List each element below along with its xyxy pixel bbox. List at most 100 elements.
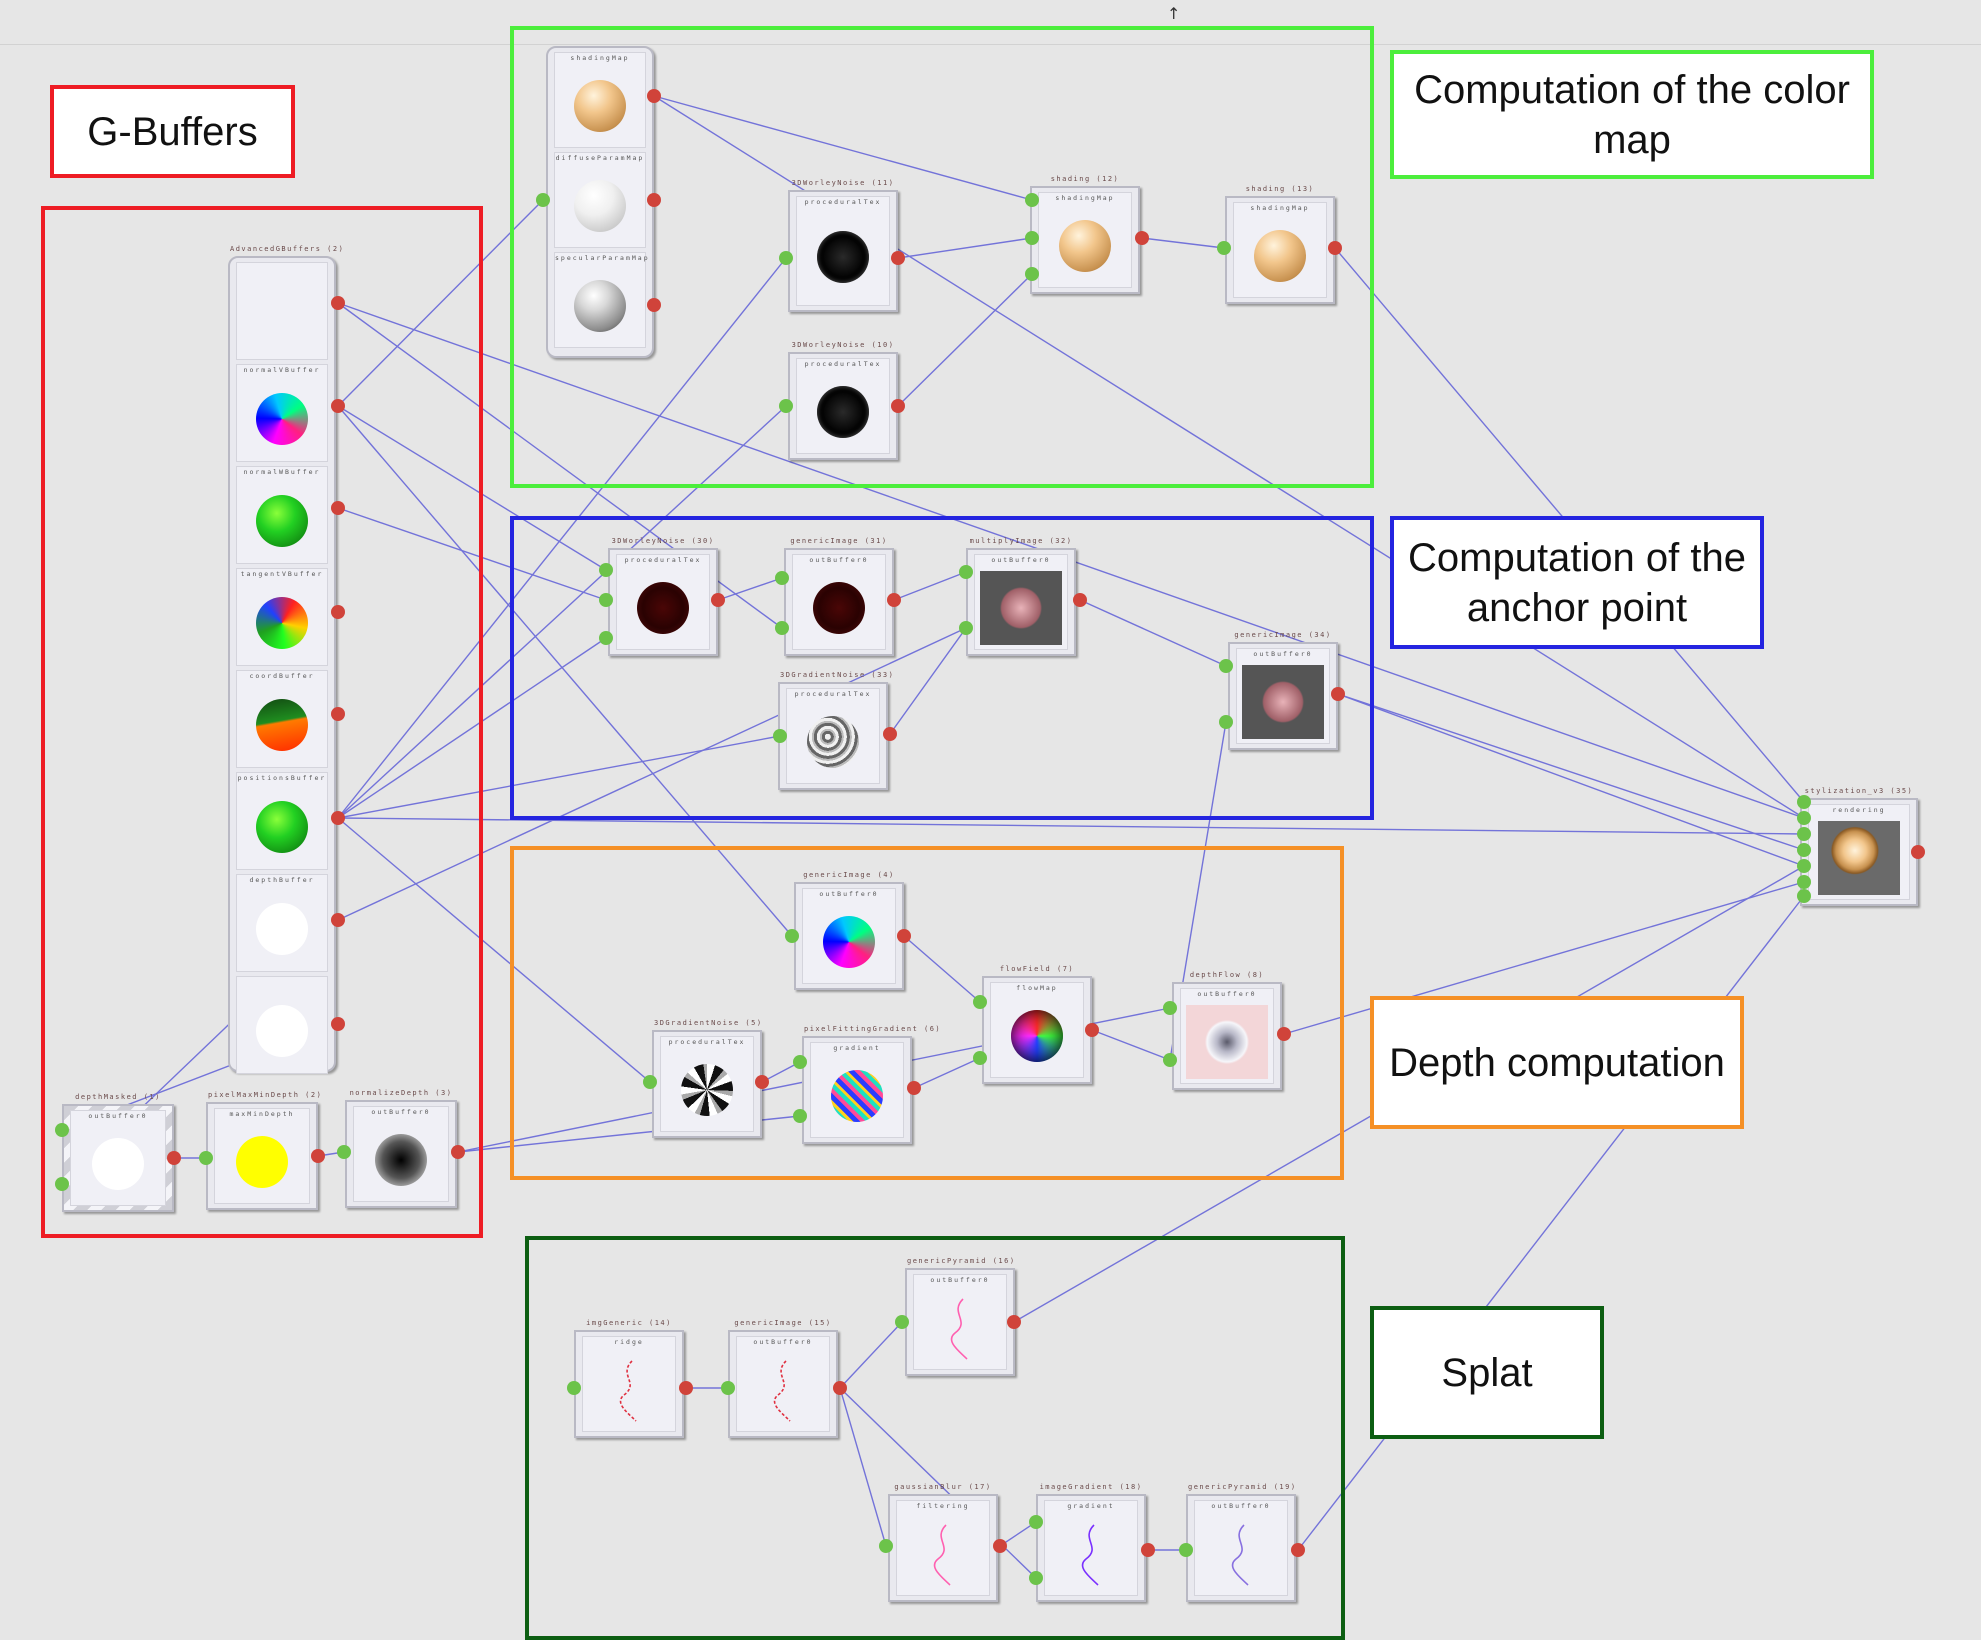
node-grad33[interactable]: 3DGradientNoise (33)proceduralTex xyxy=(778,671,893,790)
node-dflow8[interactable]: depthFlow (8)outBuffer0 xyxy=(1172,971,1282,1090)
input-port[interactable] xyxy=(1025,267,1039,281)
input-port[interactable] xyxy=(55,1123,69,1137)
input-port[interactable] xyxy=(599,593,613,607)
output-port[interactable] xyxy=(993,1539,1007,1553)
input-port[interactable] xyxy=(1219,659,1233,673)
output-port[interactable] xyxy=(907,1081,921,1095)
input-port[interactable] xyxy=(973,1051,987,1065)
node-norm3[interactable]: normalizeDepth (3)outBuffer0 xyxy=(345,1089,457,1208)
output-port[interactable] xyxy=(891,251,905,265)
output-port[interactable] xyxy=(833,1381,847,1395)
input-port[interactable] xyxy=(879,1539,893,1553)
output-port[interactable] xyxy=(1073,593,1087,607)
input-port[interactable] xyxy=(1797,811,1811,825)
input-port[interactable] xyxy=(1163,1053,1177,1067)
input-port[interactable] xyxy=(643,1075,657,1089)
output-port[interactable] xyxy=(647,89,661,103)
input-port[interactable] xyxy=(973,995,987,1009)
input-port[interactable] xyxy=(1797,859,1811,873)
input-port[interactable] xyxy=(793,1109,807,1123)
node-worley30[interactable]: 3DWorleyNoise (30)proceduralTex xyxy=(608,537,718,656)
input-port[interactable] xyxy=(1797,889,1811,903)
input-port[interactable] xyxy=(1219,715,1233,729)
input-port[interactable] xyxy=(1025,193,1039,207)
output-port[interactable] xyxy=(1291,1543,1305,1557)
output-port[interactable] xyxy=(1911,845,1925,859)
input-port[interactable] xyxy=(1797,843,1811,857)
node-flow7[interactable]: flowField (7)flowMap xyxy=(982,965,1092,1084)
input-port[interactable] xyxy=(567,1381,581,1395)
input-port[interactable] xyxy=(536,193,550,207)
output-port[interactable] xyxy=(1007,1315,1021,1329)
input-port[interactable] xyxy=(959,621,973,635)
output-port[interactable] xyxy=(679,1381,693,1395)
output-port[interactable] xyxy=(647,298,661,312)
node-gen31[interactable]: genericImage (31)outBuffer0 xyxy=(784,537,894,656)
node-blur17[interactable]: gaussianBlur (17)filtering xyxy=(888,1483,998,1602)
output-port[interactable] xyxy=(1331,687,1345,701)
input-port[interactable] xyxy=(1797,875,1811,889)
output-port[interactable] xyxy=(331,707,345,721)
node-dmask1[interactable]: depthMasked (1)outBuffer0 xyxy=(62,1093,174,1212)
input-port[interactable] xyxy=(1029,1571,1043,1585)
input-port[interactable] xyxy=(599,631,613,645)
input-port[interactable] xyxy=(775,571,789,585)
output-port[interactable] xyxy=(755,1075,769,1089)
input-port[interactable] xyxy=(779,399,793,413)
output-port[interactable] xyxy=(887,593,901,607)
input-port[interactable] xyxy=(1797,795,1811,809)
node-gen15[interactable]: genericImage (15)outBuffer0 xyxy=(728,1319,838,1438)
node-shading13[interactable]: shading (13)shadingMap xyxy=(1225,185,1335,304)
output-port[interactable] xyxy=(331,501,345,515)
output-port[interactable] xyxy=(167,1151,181,1165)
input-port[interactable] xyxy=(55,1177,69,1191)
output-port[interactable] xyxy=(1085,1023,1099,1037)
input-port[interactable] xyxy=(1025,231,1039,245)
output-port[interactable] xyxy=(451,1145,465,1159)
node-igrad18[interactable]: imageGradient (18)gradient xyxy=(1036,1483,1146,1602)
input-port[interactable] xyxy=(959,565,973,579)
node-noise11[interactable]: 3DWorleyNoise (11)proceduralTex xyxy=(788,179,898,312)
output-port[interactable] xyxy=(1328,241,1342,255)
node-pix6[interactable]: pixelFittingGradient (6)gradient xyxy=(802,1025,940,1144)
output-port[interactable] xyxy=(1141,1543,1155,1557)
input-port[interactable] xyxy=(779,251,793,265)
output-port[interactable] xyxy=(331,399,345,413)
output-port[interactable] xyxy=(331,913,345,927)
input-port[interactable] xyxy=(895,1315,909,1329)
node-pyr16[interactable]: genericPyramid (16)outBuffer0 xyxy=(905,1257,1015,1376)
input-port[interactable] xyxy=(721,1381,735,1395)
output-port[interactable] xyxy=(891,399,905,413)
output-port[interactable] xyxy=(1277,1027,1291,1041)
input-port[interactable] xyxy=(793,1055,807,1069)
node-shading12[interactable]: shading (12)shadingMap xyxy=(1030,175,1140,294)
input-port[interactable] xyxy=(785,929,799,943)
node-pix2[interactable]: pixelMaxMinDepth (2)maxMinDepth xyxy=(206,1091,321,1210)
output-port[interactable] xyxy=(647,193,661,207)
output-port[interactable] xyxy=(331,1017,345,1031)
input-port[interactable] xyxy=(1217,241,1231,255)
output-port[interactable] xyxy=(331,811,345,825)
input-port[interactable] xyxy=(1179,1543,1193,1557)
node-styl35[interactable]: stylization_v3 (35)rendering xyxy=(1800,787,1918,906)
input-port[interactable] xyxy=(599,563,613,577)
input-port[interactable] xyxy=(199,1151,213,1165)
node-mult32[interactable]: multiplyImage (32)outBuffer0 xyxy=(966,537,1076,656)
output-port[interactable] xyxy=(1135,231,1149,245)
output-port[interactable] xyxy=(883,727,897,741)
node-pyr19[interactable]: genericPyramid (19)outBuffer0 xyxy=(1186,1483,1296,1602)
node-grad5[interactable]: 3DGradientNoise (5)proceduralTex xyxy=(652,1019,762,1138)
output-port[interactable] xyxy=(331,296,345,310)
input-port[interactable] xyxy=(775,621,789,635)
output-port[interactable] xyxy=(897,929,911,943)
input-port[interactable] xyxy=(1163,1001,1177,1015)
output-port[interactable] xyxy=(311,1149,325,1163)
node-gen34[interactable]: genericImage (34)outBuffer0 xyxy=(1228,631,1338,750)
input-port[interactable] xyxy=(773,729,787,743)
node-img14[interactable]: imgGeneric (14)ridge xyxy=(574,1319,684,1438)
input-port[interactable] xyxy=(337,1145,351,1159)
node-gen4[interactable]: genericImage (4)outBuffer0 xyxy=(794,871,904,990)
